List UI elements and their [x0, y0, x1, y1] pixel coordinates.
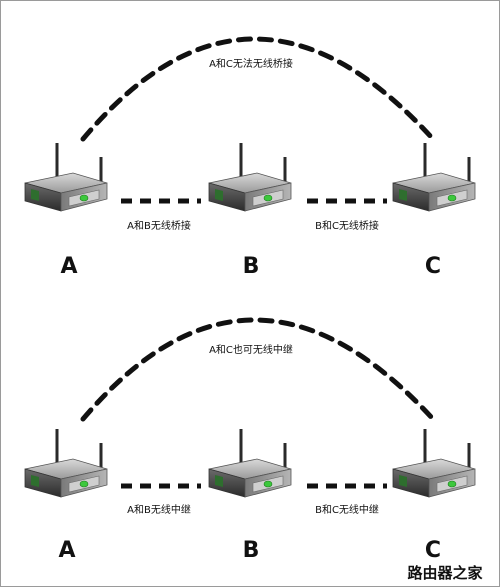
node-a-label: A	[60, 254, 77, 279]
link-b-c-label: B和C无线桥接	[315, 219, 379, 232]
node-b-label: B	[243, 254, 260, 279]
arc-label: A和C也可无线中继	[209, 343, 293, 356]
link-a-b-label: A和B无线桥接	[127, 219, 191, 232]
router-a-icon	[23, 427, 109, 499]
link-b-c-label: B和C无线中继	[315, 503, 379, 516]
router-b-icon	[207, 141, 293, 213]
panel-bottom: A和C也可无线中继 A和B无线中继 B和C无线中继 A B C	[23, 317, 477, 563]
node-b-label: B	[243, 538, 260, 563]
router-a-icon	[23, 141, 109, 213]
node-c-label: C	[425, 538, 441, 563]
arc-a-to-c	[80, 317, 436, 422]
router-c-icon	[391, 427, 477, 499]
watermark-text: 路由器之家	[407, 564, 482, 582]
node-a-label: A	[58, 538, 75, 563]
watermark: 路由器之家	[395, 561, 495, 583]
arc-a-to-c	[80, 36, 436, 142]
router-b-icon	[207, 427, 293, 499]
panel-top: A和C无法无线桥接 A和B无线桥接 B和C无线桥接 A B C	[23, 36, 477, 279]
router-c-icon	[391, 141, 477, 213]
node-c-label: C	[425, 254, 441, 279]
link-a-b-label: A和B无线中继	[127, 503, 191, 516]
arc-label: A和C无法无线桥接	[209, 57, 293, 70]
